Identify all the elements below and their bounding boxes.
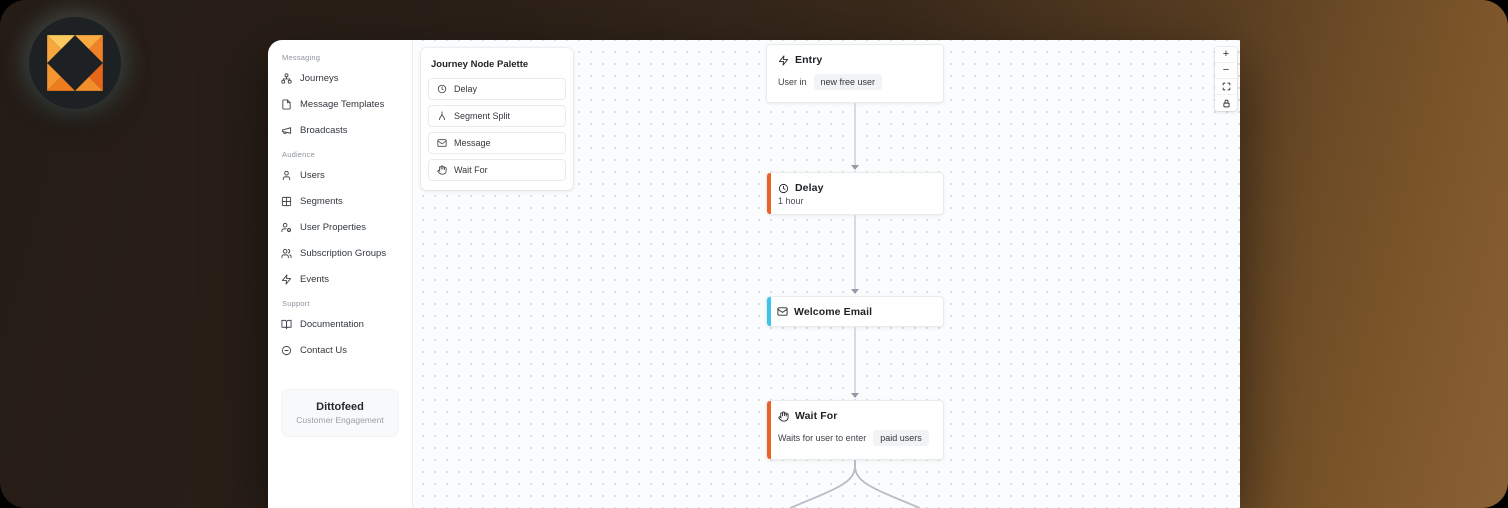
node-title-text: Delay: [795, 182, 824, 194]
sidebar-section-support: Support: [282, 299, 310, 308]
minus-icon: −: [1222, 64, 1230, 76]
envelope-icon: [777, 307, 788, 316]
sidebar-item-label: Subscription Groups: [300, 247, 387, 259]
node-wait-for-title: Wait For: [767, 401, 943, 422]
brand-card: Dittofeed Customer Engagement: [281, 389, 399, 437]
plus-icon: +: [1222, 48, 1230, 60]
hand-icon: [778, 410, 789, 422]
node-entry-body: User in new free user: [767, 66, 943, 99]
node-body-text: User in: [778, 77, 807, 87]
sidebar-item-label: Users: [300, 169, 325, 181]
node-welcome-email[interactable]: Welcome Email: [766, 296, 944, 327]
dittofeed-logo: [29, 17, 121, 109]
message-templates-icon: [282, 98, 291, 110]
fit-view-icon: [1222, 82, 1230, 91]
palette-item-label: Message: [454, 138, 491, 148]
edge-arrow-icon: [851, 165, 859, 170]
edge-connector: [854, 215, 856, 289]
clock-icon: [437, 84, 447, 94]
palette-item-label: Delay: [454, 84, 478, 94]
node-wait-for-body: Waits for user to enter paid users: [767, 422, 943, 455]
events-icon: [281, 273, 292, 285]
palette-item-segment-split[interactable]: Segment Split: [428, 105, 566, 127]
node-accent-bar: [767, 297, 771, 326]
node-title-text: Welcome Email: [794, 305, 873, 318]
brand-name: Dittofeed: [316, 401, 364, 413]
split-icon: [439, 111, 445, 121]
sidebar-item-label: Documentation: [300, 318, 364, 330]
sidebar: Messaging Journeys Message Templates Bro…: [268, 40, 413, 508]
sidebar-item-contact-us[interactable]: Contact Us: [281, 337, 399, 363]
sidebar-item-label: Message Templates: [300, 98, 385, 110]
node-title-text: Wait For: [795, 410, 838, 422]
node-entry-title: Entry: [767, 45, 943, 66]
contact-icon: [281, 345, 292, 355]
subscription-groups-icon: [281, 248, 292, 258]
sidebar-item-events[interactable]: Events: [281, 266, 399, 292]
users-icon: [282, 170, 291, 180]
journey-canvas[interactable]: Journey Node Palette Delay Segment Split…: [413, 40, 1240, 508]
sidebar-section-audience: Audience: [282, 150, 315, 159]
node-welcome-email-title: Welcome Email: [767, 297, 882, 326]
edge-arrow-icon: [851, 393, 859, 398]
edge-arrow-icon: [851, 289, 859, 294]
broadcasts-icon: [281, 126, 292, 134]
canvas-controls: + −: [1215, 47, 1237, 111]
segment-badge: new free user: [813, 74, 883, 90]
node-entry[interactable]: Entry User in new free user: [766, 44, 944, 103]
segments-icon: [281, 196, 292, 206]
sidebar-item-subscription-groups[interactable]: Subscription Groups: [281, 240, 399, 266]
documentation-icon: [281, 319, 292, 329]
user-properties-icon: [281, 222, 292, 232]
hand-icon: [437, 165, 447, 175]
sidebar-item-label: Journeys: [300, 72, 339, 84]
sidebar-item-segments[interactable]: Segments: [281, 188, 399, 214]
fit-view-button[interactable]: [1215, 79, 1237, 95]
sidebar-item-label: Broadcasts: [300, 124, 348, 136]
node-accent-bar: [767, 173, 771, 214]
zap-icon: [778, 54, 789, 66]
split-edge-connector: [789, 460, 921, 508]
palette-item-message[interactable]: Message: [428, 132, 566, 154]
node-delay-title: Delay: [767, 173, 943, 194]
zoom-out-button[interactable]: −: [1215, 63, 1237, 79]
sidebar-item-label: Contact Us: [300, 344, 347, 356]
lock-button[interactable]: [1215, 95, 1237, 111]
sidebar-item-journeys[interactable]: Journeys: [281, 65, 399, 91]
sidebar-item-message-templates[interactable]: Message Templates: [281, 91, 399, 117]
node-title-text: Entry: [795, 54, 823, 66]
palette-item-delay[interactable]: Delay: [428, 78, 566, 100]
node-delay-subtitle: 1 hour: [778, 196, 804, 206]
zoom-in-button[interactable]: +: [1215, 47, 1237, 63]
edge-connector: [854, 327, 856, 393]
node-wait-for[interactable]: Wait For Waits for user to enter paid us…: [766, 400, 944, 460]
clock-icon: [778, 183, 789, 193]
sidebar-item-documentation[interactable]: Documentation: [281, 311, 399, 337]
node-accent-bar: [767, 401, 771, 459]
edge-connector: [854, 103, 856, 165]
journey-node-palette: Journey Node Palette Delay Segment Split…: [421, 48, 573, 190]
palette-item-wait-for[interactable]: Wait For: [428, 159, 566, 181]
palette-title: Journey Node Palette: [431, 59, 529, 70]
sidebar-item-user-properties[interactable]: User Properties: [281, 214, 399, 240]
lock-icon: [1222, 99, 1230, 107]
node-body-text: Waits for user to enter: [778, 433, 867, 443]
journeys-icon: [281, 72, 292, 84]
palette-item-label: Wait For: [454, 165, 488, 175]
app-window: Messaging Journeys Message Templates Bro…: [268, 40, 1240, 508]
sidebar-item-label: Events: [300, 273, 330, 285]
brand-tagline: Customer Engagement: [296, 415, 384, 425]
sidebar-item-label: Segments: [300, 195, 343, 207]
segment-badge: paid users: [873, 430, 929, 446]
sidebar-item-users[interactable]: Users: [281, 162, 399, 188]
sidebar-section-messaging: Messaging: [282, 53, 321, 62]
dittofeed-logo-icon: [46, 34, 104, 92]
sidebar-item-broadcasts[interactable]: Broadcasts: [281, 117, 399, 143]
envelope-icon: [437, 139, 447, 147]
palette-item-label: Segment Split: [454, 111, 511, 121]
sidebar-item-label: User Properties: [300, 221, 366, 233]
node-delay[interactable]: Delay 1 hour: [766, 172, 944, 215]
